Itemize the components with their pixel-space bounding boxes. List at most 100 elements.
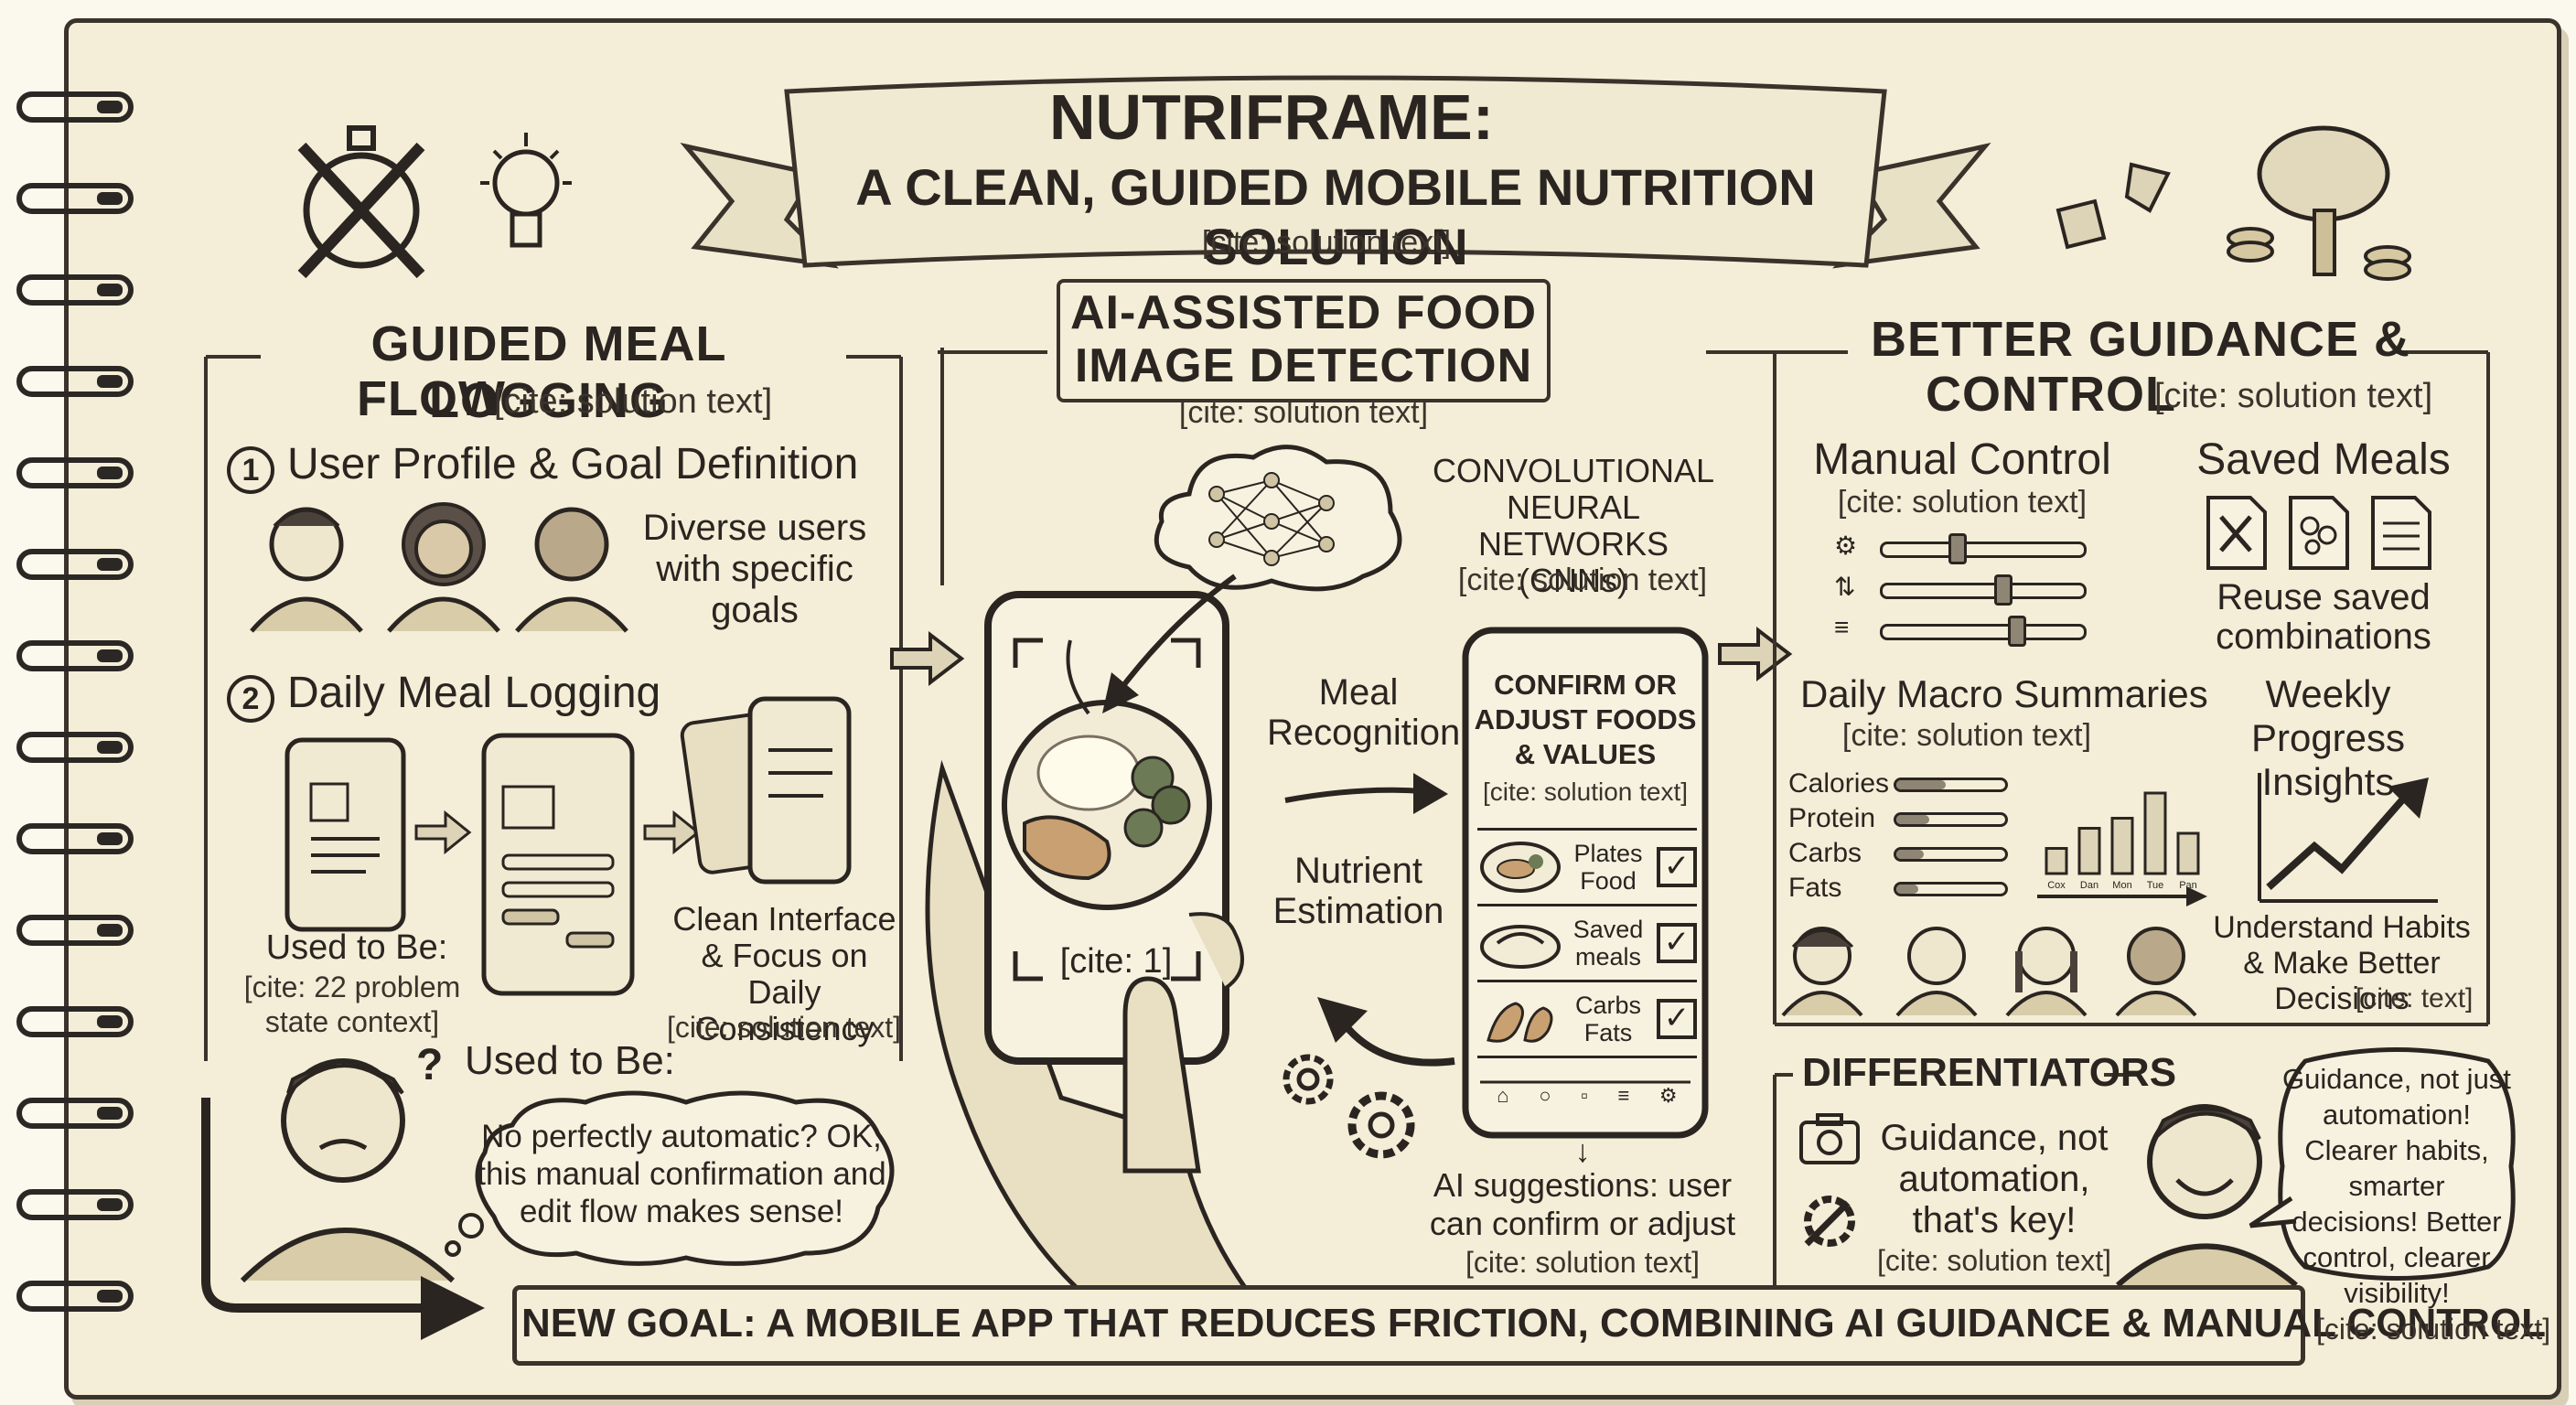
right-heading-line2: CONTROL — [1926, 367, 2176, 422]
goal-cite: [cite: solution text] — [2316, 1313, 2551, 1346]
macro-row: Protein — [1788, 803, 2008, 836]
gear-icon — [1347, 1091, 1415, 1159]
cnn-cite: [cite: solution text] — [1457, 563, 1708, 597]
spiral-ring — [16, 1006, 134, 1037]
weekly-bar-label: Pan — [2179, 880, 2197, 891]
stopwatch-crossed-icon — [297, 125, 425, 279]
center-heading-line1: AI-ASSISTED FOOD — [1069, 286, 1538, 339]
thought-bubble — [445, 1090, 895, 1266]
cnn-to-phone-arrow — [1102, 574, 1237, 713]
right-heading-line1: BETTER GUIDANCE & — [1870, 312, 2410, 367]
confirm-item[interactable]: Carbs Fats ✓ — [1477, 980, 1697, 1058]
happy-person-icon — [2116, 1104, 2298, 1288]
center-heading-cite: [cite: solution text] — [1178, 395, 1429, 430]
differentiators-frame — [1773, 1073, 2141, 1285]
right-bubble-text: Guidance, not just automation! Clearer h… — [2282, 1063, 2511, 1309]
weekly-bar — [2143, 791, 2167, 875]
confirm-item[interactable]: Plates Food ✓ — [1477, 828, 1697, 904]
manual-control-cite: [cite: solution text] — [1837, 485, 2088, 520]
guidance-text: Guidance, not automation, that's key! — [1880, 1118, 2109, 1240]
hand-holding-phone — [925, 591, 1258, 1302]
right-section-frame — [1773, 350, 2490, 1026]
spiral-ring — [16, 1098, 134, 1129]
ai-suggestions-cite: [cite: solution text] — [1465, 1246, 1701, 1279]
cnn-label: CONVOLUTIONAL NEURAL NETWORKS (CNNs) — [1432, 452, 1715, 599]
macro-label: Fats — [1788, 873, 1842, 903]
nutrient-estimation-label: Nutrient Estimation — [1272, 851, 1444, 931]
macro-fill — [1896, 885, 1918, 894]
understand-habits-cite: [cite: text] — [2356, 983, 2474, 1014]
lightbulb-icon — [480, 133, 572, 248]
banner-cite: [cite: solution text] — [1201, 225, 1452, 260]
spiral-ring — [16, 183, 134, 214]
slider-handle[interactable] — [1948, 533, 1967, 564]
saved-meal-icon — [1480, 925, 1561, 969]
banner-title: NUTRIFRAME: — [1048, 81, 1495, 153]
daily-macro-label: Daily Macro Summaries — [1800, 672, 2208, 715]
spiral-ring — [16, 549, 134, 580]
user-avatar-icon — [250, 507, 363, 633]
gear-icon — [1283, 1054, 1334, 1105]
slider-row[interactable]: ⚙ — [1834, 531, 2090, 564]
slider-row[interactable]: ⇅ — [1834, 572, 2090, 606]
slider-row[interactable]: ≡ — [1834, 613, 2090, 647]
macro-label: Protein — [1788, 803, 1876, 833]
trend-up-chart-icon — [2258, 773, 2438, 903]
saved-meal-card-icon — [2206, 496, 2267, 570]
calendar-icon[interactable]: ▫ — [1581, 1084, 1588, 1107]
gear-icon: ⚙ — [1834, 531, 1858, 560]
left-heading-cite: [cite: solution text] — [494, 382, 773, 421]
used-to-be-cite-1: [cite: 22 problem state context] — [243, 971, 461, 1038]
differentiators-heading: DIFFERENTIATORS — [1802, 1050, 2177, 1095]
slider-handle[interactable] — [2008, 616, 2026, 647]
checkbox-checked-icon[interactable]: ✓ — [1657, 847, 1697, 887]
confirm-phone-frame — [1462, 627, 1709, 1139]
weekly-bar — [2045, 847, 2068, 875]
search-icon[interactable]: ○ — [1539, 1084, 1551, 1107]
list-icon[interactable]: ≡ — [1617, 1084, 1630, 1107]
macro-row: Fats — [1788, 873, 2008, 906]
home-icon[interactable]: ⌂ — [1497, 1084, 1509, 1107]
user-avatar-icon — [1781, 927, 1863, 1017]
guidance-cite: [cite: solution text] — [1876, 1244, 2112, 1277]
checkbox-checked-icon[interactable]: ✓ — [1657, 999, 1697, 1039]
goal-box — [512, 1285, 2305, 1366]
gear-wrench-icon — [1804, 1196, 1855, 1247]
clean-interface-caption: Clean Interface & Focus on Daily Consist… — [672, 900, 896, 1047]
center-frame-left — [940, 348, 944, 585]
confirm-item[interactable]: Saved meals ✓ — [1477, 904, 1697, 980]
user-avatar-icon — [515, 507, 628, 633]
right-arrow-icon — [890, 630, 965, 687]
saved-meals-label: Saved Meals — [2196, 435, 2451, 484]
old-phone-sketch — [284, 737, 406, 932]
carbs-fats-icon — [1487, 1002, 1553, 1043]
speech-bubble — [2249, 1047, 2516, 1281]
curved-back-arrow — [1317, 997, 1455, 1067]
checkbox-checked-icon[interactable]: ✓ — [1657, 923, 1697, 963]
macro-fill — [1896, 850, 1924, 859]
recipe-card-icon — [2289, 496, 2349, 570]
phone-cite: [cite: 1] — [1059, 942, 1173, 981]
slider-handle[interactable] — [1994, 574, 2012, 606]
user-avatar-icon — [1895, 927, 1978, 1017]
step1-label: User Profile & Goal Definition — [287, 440, 859, 488]
right-heading-cite: [cite: solution text] — [2154, 377, 2433, 415]
confirm-item-label: Plates Food — [1573, 840, 1643, 895]
tune-icon: ≡ — [1834, 613, 1850, 641]
weekly-bar-label: Mon — [2112, 880, 2131, 891]
spiral-ring — [16, 274, 134, 306]
axis-arrow-icon — [2037, 886, 2207, 906]
step2-number: 2 — [227, 675, 274, 723]
macro-label: Carbs — [1788, 838, 1862, 868]
ai-suggestions-text: AI suggestions: user can confirm or adju… — [1429, 1166, 1736, 1242]
understand-habits-text: Understand Habits & Make Better Decision… — [2213, 910, 2471, 1016]
adjust-icon: ⇅ — [1834, 573, 1856, 601]
macro-list: Calories Protein Carbs Fats — [1788, 768, 2008, 915]
spiral-ring — [16, 640, 134, 671]
settings-icon[interactable]: ⚙ — [1658, 1084, 1678, 1107]
right-arrow-icon — [1284, 773, 1448, 814]
user-avatar-icon — [387, 502, 500, 633]
goal-text: NEW GOAL: A MOBILE APP THAT REDUCES FRIC… — [521, 1301, 2546, 1346]
phone-nav-bar: ⌂ ○ ▫ ≡ ⚙ — [1482, 1084, 1692, 1111]
